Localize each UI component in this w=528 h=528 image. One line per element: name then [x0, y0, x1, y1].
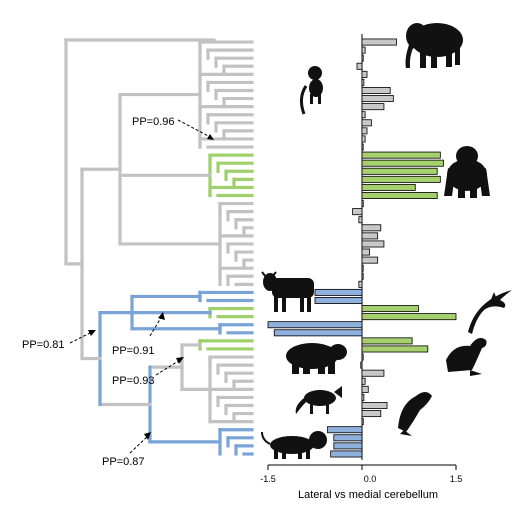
bar: [352, 208, 363, 216]
bar: [327, 426, 363, 434]
pp-label: PP=0.87: [102, 456, 145, 468]
bar: [361, 232, 379, 240]
bar: [361, 337, 413, 345]
bar: [361, 264, 364, 272]
pp-arrowhead: [144, 432, 151, 440]
bar: [333, 434, 363, 442]
bar: [361, 345, 429, 353]
pp-label: PP=0.81: [22, 339, 65, 351]
fox-icon: [295, 386, 342, 414]
pp-label: PP=0.96: [132, 116, 175, 128]
bar: [361, 70, 368, 78]
bar: [361, 151, 441, 159]
bar: [361, 402, 388, 409]
bar: [361, 272, 364, 280]
bar: [361, 256, 379, 264]
bar: [361, 393, 365, 401]
bar: [361, 369, 385, 377]
bar: [361, 313, 457, 321]
bear-icon: [286, 343, 347, 374]
bar: [361, 143, 364, 151]
bar: [361, 111, 366, 119]
dolphin-icon: [468, 290, 512, 334]
bar: [361, 46, 366, 54]
x-axis: -1.5 0.0 1.5 Lateral vs medial cerebellu…: [260, 464, 463, 501]
bar: [361, 410, 382, 418]
x-tick-label: 1.5: [450, 474, 463, 484]
bar: [361, 305, 419, 313]
bar: [361, 87, 391, 94]
bar: [361, 183, 416, 191]
bar: [358, 216, 363, 224]
bar: [361, 135, 366, 143]
pp-label: PP=0.93: [112, 375, 155, 387]
bar: [360, 361, 363, 369]
bar: [361, 353, 364, 361]
ferret-icon: [398, 392, 432, 436]
bar-chart: [267, 34, 457, 460]
bar: [361, 103, 385, 111]
animal-silhouettes: [261, 23, 512, 459]
pp-arrowhead: [207, 134, 214, 140]
monkey-icon: [299, 66, 323, 115]
bar: [333, 442, 363, 450]
pp-arrow: [129, 435, 149, 454]
bar: [361, 385, 369, 393]
bar: [314, 297, 363, 304]
pp-label: PP=0.91: [112, 345, 155, 357]
sea-lion-icon: [446, 338, 487, 376]
bar: [361, 38, 397, 46]
bar: [361, 377, 366, 385]
bar: [361, 167, 438, 175]
pp-arrow: [149, 315, 163, 337]
x-tick-label: -1.5: [260, 474, 276, 484]
bar: [361, 119, 372, 127]
bar: [361, 240, 385, 248]
bar: [356, 62, 363, 70]
bar: [358, 280, 363, 288]
pp-arrow: [177, 119, 213, 139]
pp-arrowhead: [158, 312, 165, 320]
bar: [267, 321, 363, 329]
bar: [361, 224, 382, 232]
cow-icon: [261, 271, 314, 312]
bar: [330, 450, 363, 458]
posterior-probability-labels: PP=0.96 PP=0.81 PP=0.91 PP=0.93 PP=0.87: [22, 116, 214, 468]
elephant-icon: [405, 23, 463, 68]
bar: [361, 54, 364, 62]
bar: [314, 288, 363, 296]
x-axis-label: Lateral vs medial cerebellum: [298, 489, 438, 501]
pp-arrowhead: [176, 357, 184, 364]
pp-arrow: [69, 331, 93, 344]
bar: [361, 192, 438, 199]
x-tick-label: 0.0: [364, 474, 377, 484]
gorilla-icon: [444, 146, 490, 198]
bar: [361, 95, 394, 103]
bar: [361, 248, 370, 256]
bar: [361, 175, 441, 183]
pp-arrowhead: [88, 330, 96, 336]
bar: [361, 78, 365, 86]
bar: [273, 329, 363, 337]
lion-icon: [261, 431, 327, 459]
bar: [361, 127, 368, 135]
bar: [361, 418, 364, 426]
phylogenetic-tree: [64, 38, 254, 456]
bar: [361, 159, 444, 167]
bar: [361, 200, 364, 208]
